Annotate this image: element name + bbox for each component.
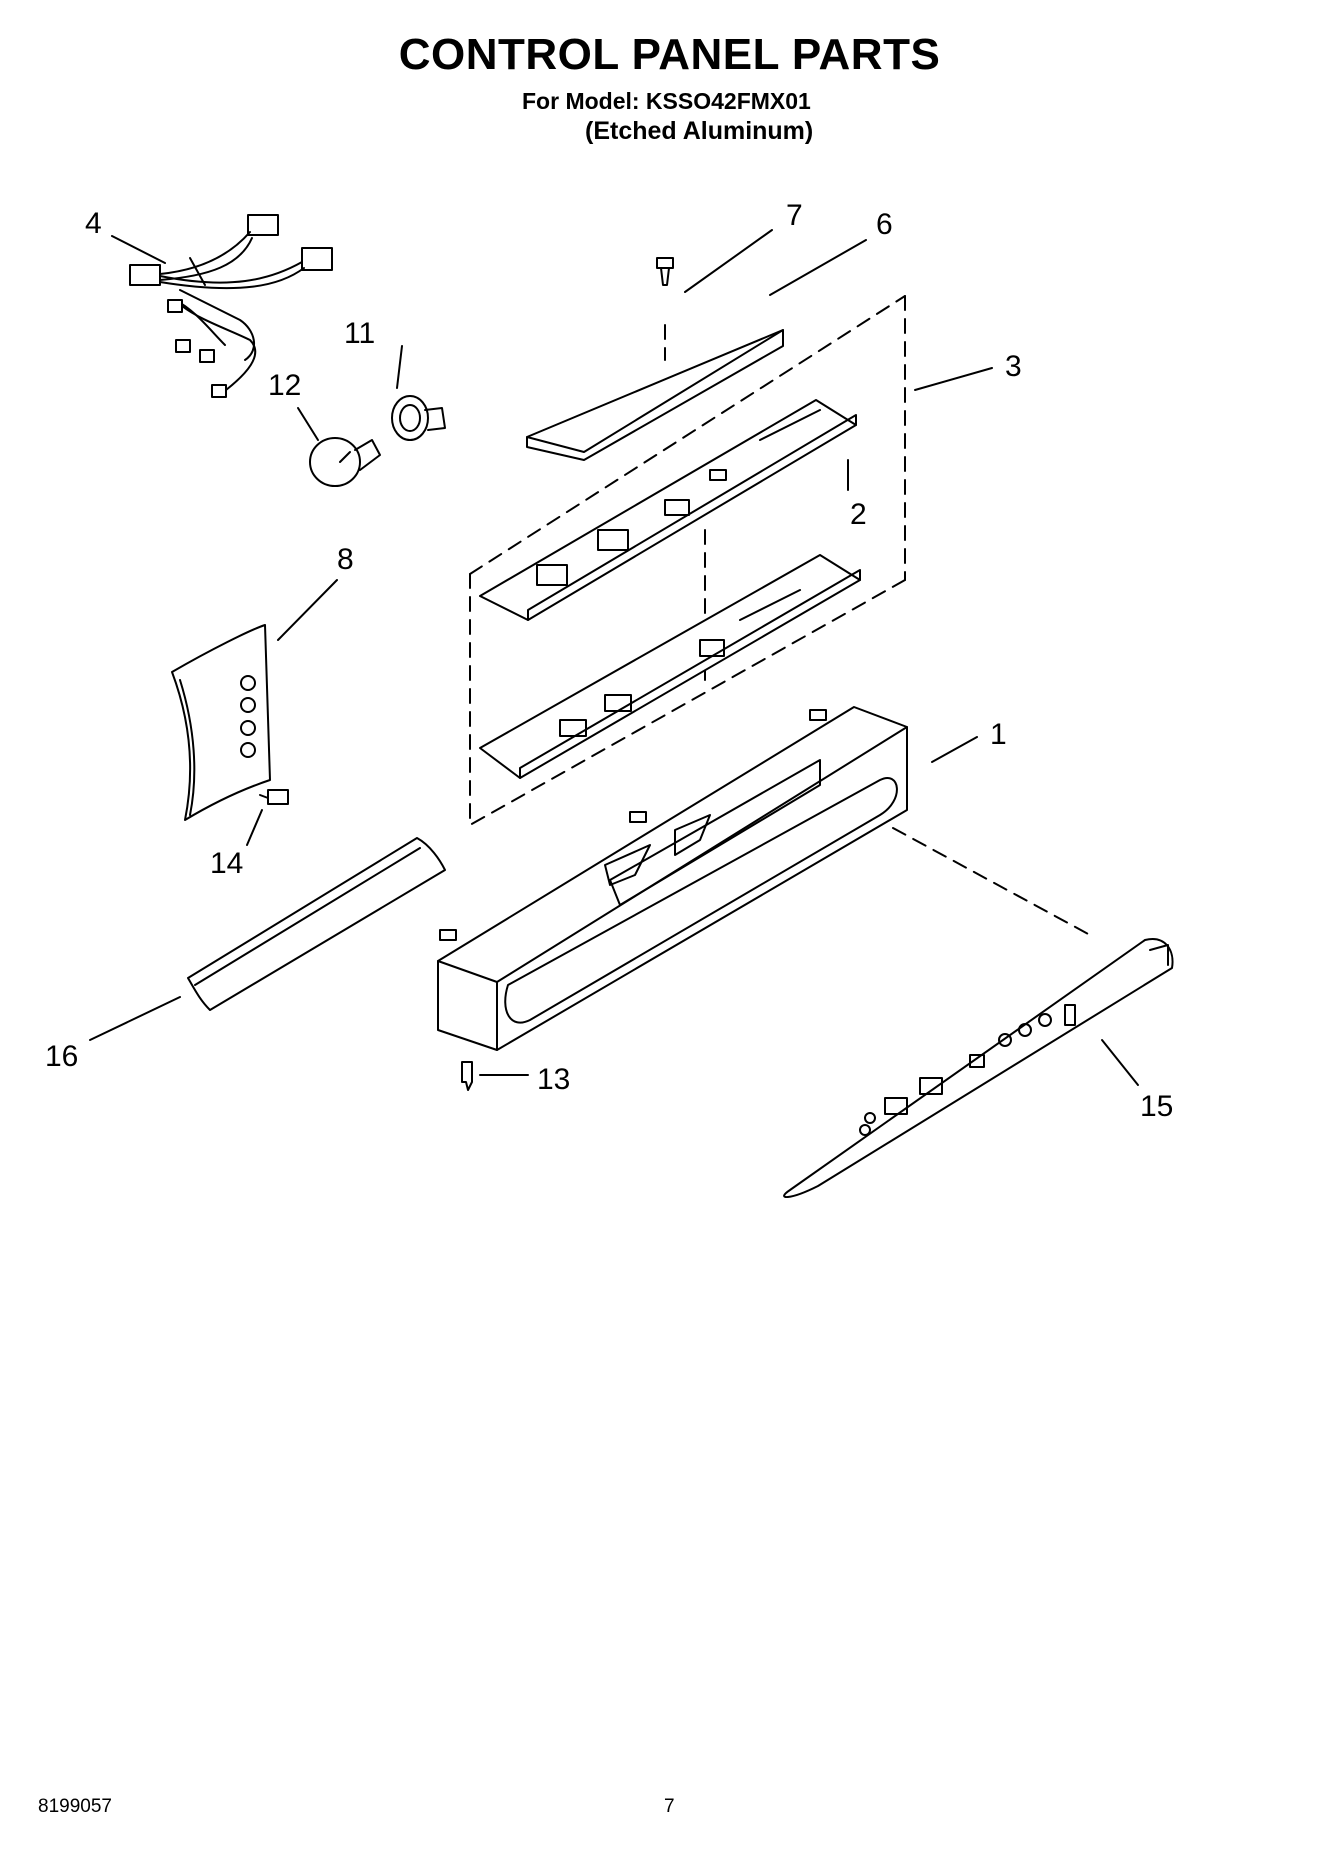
part-4-wire-harness <box>129 214 333 398</box>
part-13-screw <box>461 1061 473 1091</box>
part-6-cover-plate <box>526 329 784 461</box>
part-15-control-overlay <box>783 938 1174 1199</box>
callout-16: 16 <box>45 1040 78 1073</box>
callout-8: 8 <box>337 543 354 576</box>
callout-12: 12 <box>268 369 301 402</box>
part-2-lower-board <box>479 554 861 779</box>
leader-lines <box>89 229 1139 1086</box>
callout-7: 7 <box>786 199 803 232</box>
page-title: CONTROL PANEL PARTS <box>398 30 941 79</box>
part-2-upper-board <box>479 399 857 621</box>
variant-label: (Etched Aluminum) <box>585 117 814 145</box>
callout-1: 1 <box>990 718 1007 751</box>
part-11-lamp-socket <box>391 395 446 441</box>
model-line: For Model: KSSO42FMX01 <box>522 88 811 114</box>
callout-4: 4 <box>85 207 102 240</box>
part-16-trim-strip <box>187 837 446 1011</box>
document-number: 8199057 <box>38 1796 112 1817</box>
part-8-keypad <box>171 624 271 821</box>
callout-15: 15 <box>1140 1090 1173 1123</box>
callout-13: 13 <box>537 1063 570 1096</box>
callout-11: 11 <box>344 317 375 350</box>
page-number: 7 <box>664 1796 675 1817</box>
callout-14: 14 <box>210 847 243 880</box>
callout-2: 2 <box>850 498 867 531</box>
part-14-screw <box>259 789 289 805</box>
part-7-screw <box>656 257 674 286</box>
part-12-light-bulb <box>309 437 381 487</box>
callout-6: 6 <box>876 208 893 241</box>
callout-3: 3 <box>1005 350 1022 383</box>
part-1-housing <box>437 706 908 1051</box>
